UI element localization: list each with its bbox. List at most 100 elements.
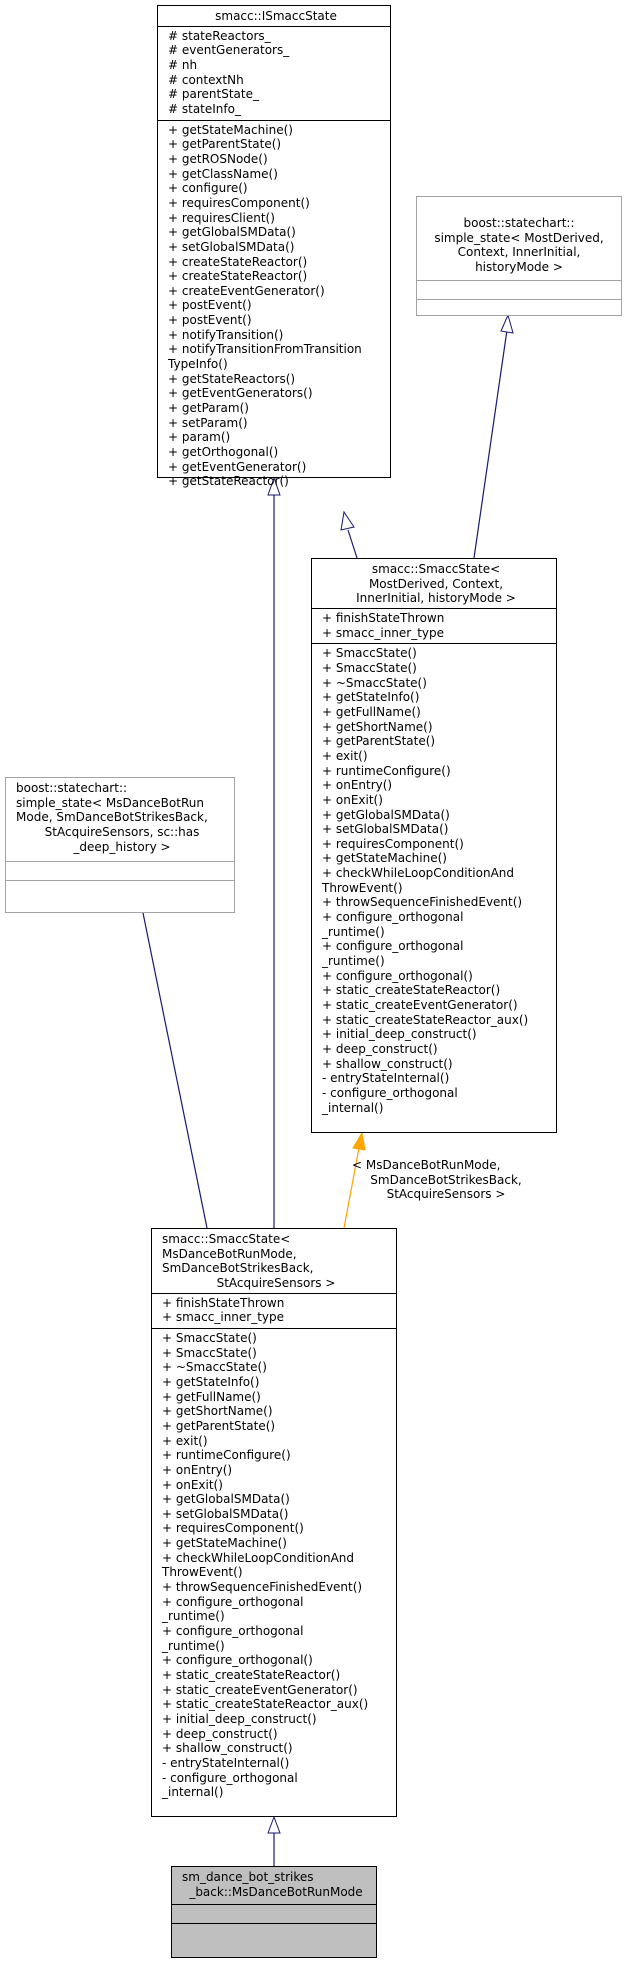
method: _runtime() bbox=[162, 1638, 225, 1653]
method: + getEventGenerators() bbox=[168, 386, 313, 401]
method: + setGlobalSMData() bbox=[162, 1506, 289, 1521]
method: - entryStateInternal() bbox=[322, 1071, 450, 1086]
method: + getShortName() bbox=[322, 719, 433, 734]
class-node-smaccstate-template[interactable]: smacc::SmaccState< MostDerived, Context,… bbox=[311, 558, 557, 1133]
attribute: # parentState_ bbox=[168, 87, 259, 102]
attribute: # contextNh bbox=[168, 72, 244, 87]
method: + SmaccState() bbox=[322, 646, 417, 661]
method: + getROSNode() bbox=[168, 151, 268, 166]
method: + static_createStateReactor() bbox=[162, 1668, 341, 1683]
title-line: StAcquireSensors, sc::has bbox=[44, 824, 200, 839]
template-arg-line: SmDanceBotStrikesBack, bbox=[370, 1172, 522, 1187]
class-node-simple-state-specialized[interactable]: boost::statechart:: simple_state< MsDanc… bbox=[5, 777, 235, 913]
method: + getParam() bbox=[168, 401, 249, 416]
class-node-smaccstate-specialized[interactable]: smacc::SmaccState< MsDanceBotRunMode, Sm… bbox=[151, 1228, 397, 1817]
title-line: Mode, SmDanceBotStrikesBack, bbox=[16, 810, 208, 825]
title-line: Context, InnerInitial, bbox=[457, 245, 581, 260]
class-node-ismaccstate[interactable]: smacc::ISmaccState # stateReactors_ # ev… bbox=[157, 5, 391, 488]
inherit-arrow-simple-state-generic bbox=[500, 313, 514, 334]
method: + postEvent() bbox=[168, 313, 252, 328]
method: + configure_orthogonal bbox=[162, 1624, 304, 1639]
method: + runtimeConfigure() bbox=[162, 1448, 291, 1463]
method: + static_createEventGenerator() bbox=[162, 1682, 358, 1697]
title-line: boost::statechart:: bbox=[16, 781, 128, 795]
method: - entryStateInternal() bbox=[162, 1755, 290, 1770]
title-line: StAcquireSensors > bbox=[216, 1275, 336, 1290]
method: + getGlobalSMData() bbox=[162, 1492, 290, 1507]
template-arg-line: < MsDanceBotRunMode, bbox=[352, 1158, 501, 1172]
method: + createEventGenerator() bbox=[168, 283, 325, 298]
method: + getShortName() bbox=[162, 1404, 273, 1419]
class-title: boost::statechart:: simple_state< MsDanc… bbox=[6, 778, 234, 856]
method: + shallow_construct() bbox=[162, 1741, 293, 1756]
method: + requiresComponent() bbox=[322, 836, 464, 851]
method: - configure_orthogonal bbox=[162, 1770, 298, 1785]
attribute: + smacc_inner_type bbox=[322, 625, 445, 640]
title-line: simple_state< MsDanceBotRun bbox=[16, 795, 204, 810]
method: + configure_orthogonal bbox=[162, 1594, 304, 1609]
attributes-section bbox=[417, 279, 621, 299]
methods-section bbox=[6, 880, 234, 899]
class-node-msdancebotrunmode[interactable]: sm_dance_bot_strikes _back::MsDanceBotRu… bbox=[171, 1866, 377, 1958]
title-line: MostDerived, Context, bbox=[368, 576, 504, 591]
class-node-simple-state-generic[interactable]: boost::statechart:: simple_state< MostDe… bbox=[416, 196, 622, 316]
method: + configure_orthogonal() bbox=[162, 1653, 313, 1668]
attribute: + finishStateThrown bbox=[322, 610, 445, 625]
method: + createStateReactor() bbox=[168, 254, 308, 269]
title-line: MsDanceBotRunMode, bbox=[162, 1246, 297, 1261]
method: + getEventGenerator() bbox=[168, 459, 307, 474]
method: + notifyTransitionFromTransition bbox=[168, 342, 362, 357]
method: + deep_construct() bbox=[322, 1042, 438, 1056]
method: + getParentState() bbox=[162, 1418, 276, 1433]
method: + requiresComponent() bbox=[162, 1521, 304, 1536]
methods-section bbox=[172, 1923, 376, 1945]
method: + setGlobalSMData() bbox=[322, 822, 449, 837]
method: + notifyTransition() bbox=[168, 327, 284, 342]
title-line: _deep_history > bbox=[73, 839, 171, 854]
method: + getClassName() bbox=[168, 166, 278, 181]
inherit-arrow-ismaccstate-center bbox=[267, 476, 281, 496]
title-line: smacc::SmaccState< bbox=[162, 1232, 291, 1246]
method: + getGlobalSMData() bbox=[168, 225, 296, 240]
method: + postEvent() bbox=[168, 298, 252, 313]
title-line: InnerInitial, historyMode > bbox=[356, 591, 516, 606]
method: + configure() bbox=[168, 181, 248, 196]
edge-simple-state-specialized-to-smaccstate-specialized bbox=[141, 907, 208, 1229]
method: + getStateInfo() bbox=[162, 1374, 260, 1389]
method: + static_createStateReactor_aux() bbox=[162, 1697, 369, 1712]
attribute: + smacc_inner_type bbox=[162, 1310, 285, 1325]
attributes-section: # stateReactors_ # eventGenerators_ # nh… bbox=[158, 25, 390, 120]
method: + throwSequenceFinishedEvent() bbox=[322, 895, 523, 910]
method: + getStateInfo() bbox=[322, 690, 420, 705]
attribute: # eventGenerators_ bbox=[168, 43, 290, 58]
title-line: smacc::SmaccState< bbox=[371, 562, 501, 576]
class-title: boost::statechart:: simple_state< MostDe… bbox=[417, 197, 621, 277]
title-line: historyMode > bbox=[475, 259, 563, 274]
attributes-section: + finishStateThrown + smacc_inner_type bbox=[152, 1292, 396, 1328]
method: + initial_deep_construct() bbox=[162, 1712, 317, 1726]
title-line: boost::statechart:: bbox=[463, 216, 575, 230]
method: ThrowEvent() bbox=[162, 1565, 243, 1580]
method: + getGlobalSMData() bbox=[322, 807, 450, 822]
template-binding-label: < MsDanceBotRunMode, SmDanceBotStrikesBa… bbox=[352, 1158, 540, 1202]
method: + getStateMachine() bbox=[322, 851, 447, 866]
method: + exit() bbox=[322, 748, 368, 763]
method: + getStateMachine() bbox=[168, 122, 293, 137]
method: + SmaccState() bbox=[322, 660, 417, 675]
method: + configure_orthogonal bbox=[322, 939, 464, 954]
attribute: # nh bbox=[168, 57, 198, 72]
title-line: smacc::ISmaccState bbox=[215, 9, 337, 23]
methods-section: + SmaccState() + SmaccState() + ~SmaccSt… bbox=[312, 643, 556, 1118]
class-title: smacc::SmaccState< MostDerived, Context,… bbox=[312, 559, 556, 608]
method: + static_createStateReactor() bbox=[322, 983, 501, 998]
method: TypeInfo() bbox=[168, 357, 228, 372]
method: + checkWhileLoopConditionAnd bbox=[162, 1550, 354, 1565]
method: + ~SmaccState() bbox=[162, 1360, 267, 1375]
attributes-section: + finishStateThrown + smacc_inner_type bbox=[312, 607, 556, 643]
template-arrow-head bbox=[352, 1131, 366, 1151]
methods-section: + SmaccState() + SmaccState() + ~SmaccSt… bbox=[152, 1327, 396, 1803]
method: + getParentState() bbox=[168, 137, 282, 152]
method: + exit() bbox=[162, 1433, 208, 1448]
method: + static_createEventGenerator() bbox=[322, 998, 518, 1013]
method: _internal() bbox=[162, 1785, 224, 1800]
